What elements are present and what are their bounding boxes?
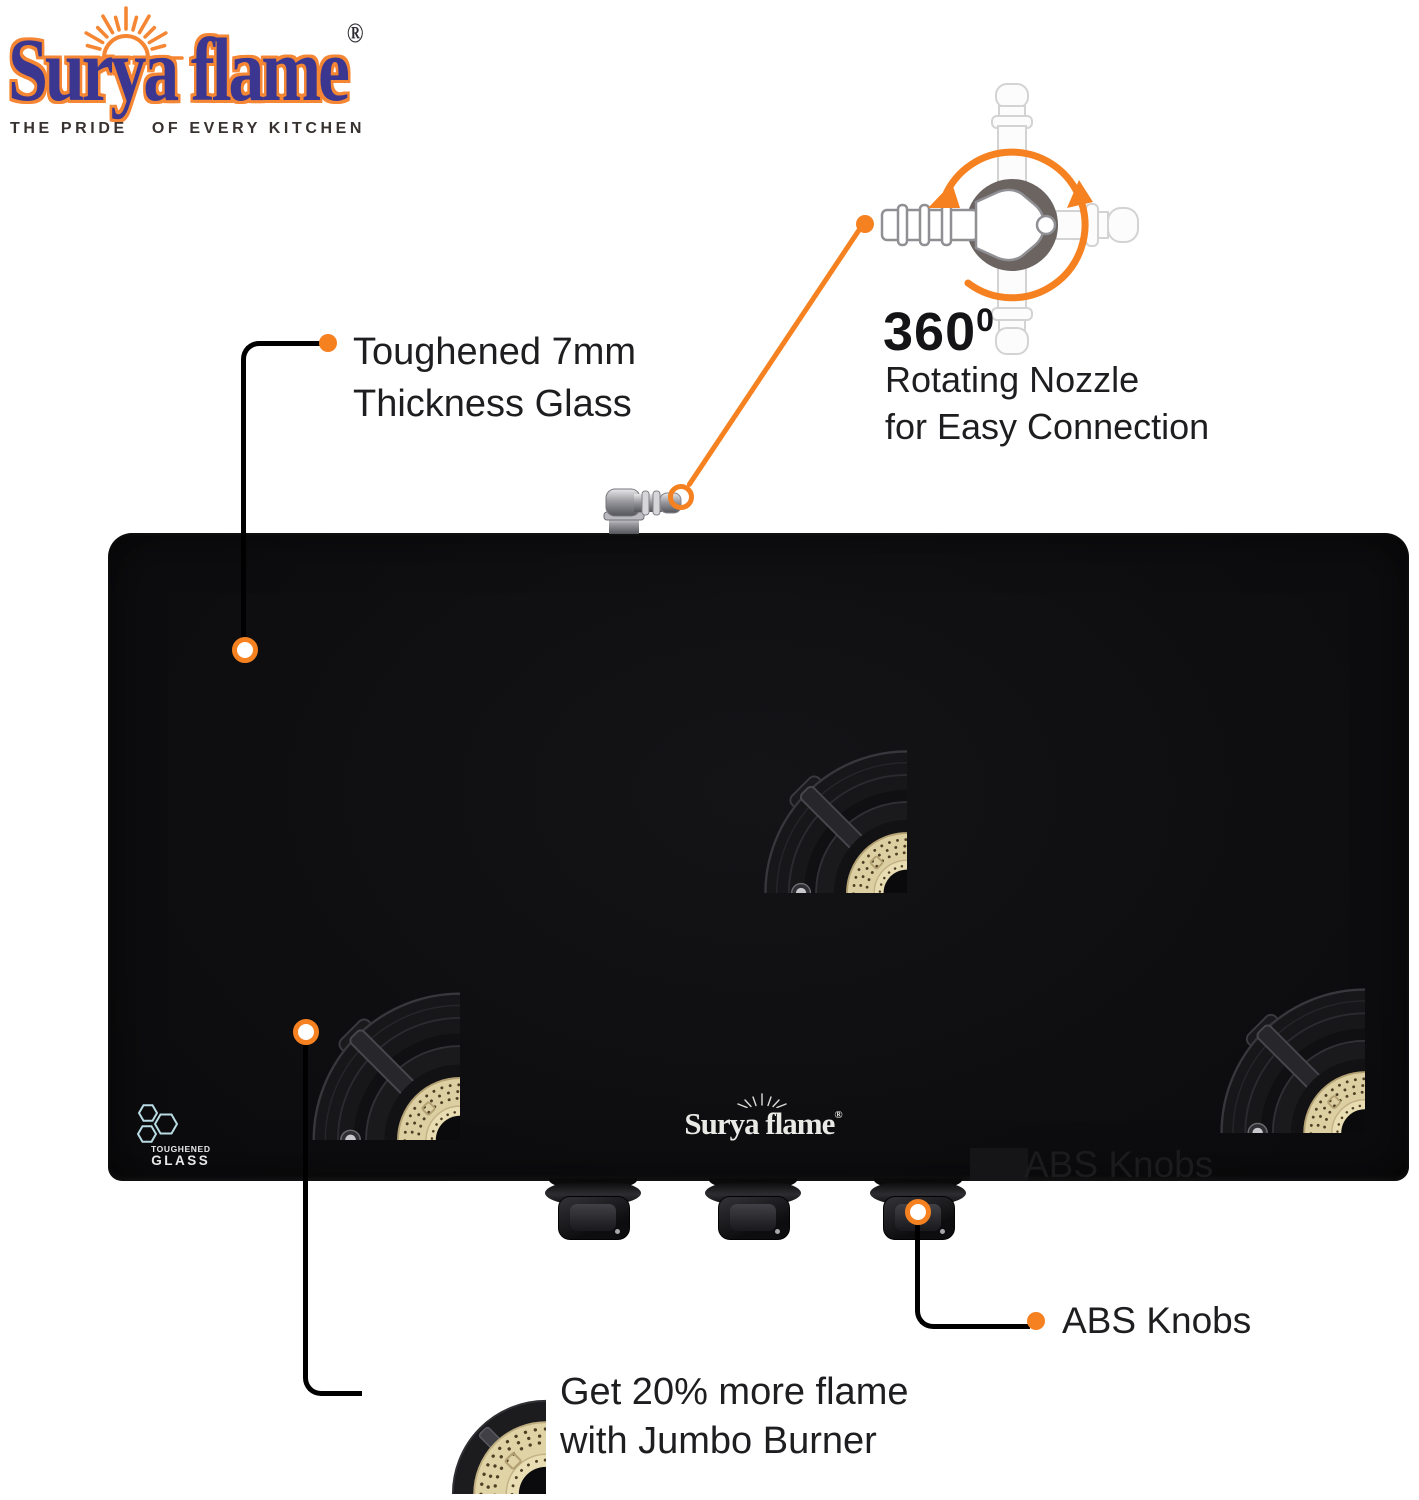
sun-rays-icon <box>737 1093 787 1108</box>
degree-heading: 3600 <box>883 301 995 363</box>
stove-brand-label: Surya flame® <box>678 1106 848 1142</box>
burner-label-line1: Get 20% more flame <box>560 1371 909 1413</box>
control-knob-2[interactable] <box>703 1178 803 1240</box>
callout-burner-label: Get 20% more flame with Jumbo Burner <box>560 1368 908 1467</box>
rotate-counterclockwise-arrows-icon <box>928 148 1093 302</box>
glass-label-line2: Thickness Glass <box>353 383 632 426</box>
brand-tagline: THE PRIDE OF EVERY KITCHEN <box>10 120 366 137</box>
degree-superscript: 0 <box>976 302 995 338</box>
knob-indicator-dot <box>940 1229 945 1234</box>
knob-face <box>570 1204 616 1231</box>
callout-line-jumbo-burner <box>303 1043 362 1396</box>
burner-right <box>1061 829 1365 1133</box>
nozzle-caption-line2: for Easy Connection <box>885 405 1210 447</box>
degree-value: 360 <box>883 302 977 362</box>
brand-logo: Surya flame® THE PRIDE OF EVERY KITCHEN <box>8 6 448 144</box>
badge-line2: GLASS <box>151 1153 211 1169</box>
watermark-patch <box>970 1148 1028 1181</box>
knob-body <box>558 1196 630 1240</box>
callout-knobs-label: ABS Knobs <box>1062 1300 1252 1341</box>
stove-brand-registered: ® <box>834 1109 842 1121</box>
registered-mark: ® <box>346 18 364 49</box>
sun-rays-icon <box>68 6 184 60</box>
toughened-glass-hexagons-icon <box>136 1104 179 1143</box>
abs-knobs-watermark: ABS Knobs <box>1024 1144 1214 1185</box>
callout-line-abs-knobs <box>915 1225 1030 1329</box>
burner-label-line2: with Jumbo Burner <box>560 1420 877 1463</box>
badge-line1: TOUGHENED <box>151 1144 211 1154</box>
callout-ring-abs-knob <box>905 1199 931 1225</box>
nozzle-caption: Rotating Nozzle for Easy Connection <box>885 357 1209 451</box>
callout-ring-nozzle <box>668 484 694 510</box>
callout-line-glass <box>241 341 328 642</box>
toughened-glass-text: TOUGHENED GLASS <box>151 1144 211 1169</box>
toughened-glass-badge: TOUGHENED GLASS <box>134 1103 234 1168</box>
brand-wordmark: Surya flame® <box>8 20 364 116</box>
callout-ring-jumbo-burner <box>293 1019 319 1045</box>
callout-glass-label: Toughened 7mm Thickness Glass <box>353 326 636 431</box>
stove-brand-name: Surya flame <box>684 1106 835 1141</box>
knob-indicator-dot <box>775 1229 780 1234</box>
knob-indicator-dot <box>615 1229 620 1234</box>
callout-dot-abs-knobs <box>1027 1312 1045 1330</box>
gas-nozzle-icon <box>880 188 1057 262</box>
callout-dot-glass <box>319 334 337 352</box>
burner-middle <box>607 593 907 893</box>
callout-dot-nozzle <box>856 215 874 233</box>
callout-ring-glass <box>232 637 258 663</box>
callout-line-nozzle <box>685 219 868 488</box>
jumbo-burner-closeup <box>352 1300 546 1494</box>
glass-label-line1: Toughened 7mm <box>353 331 637 373</box>
brand-name: Surya flame <box>8 21 350 120</box>
rotating-nozzle-illustration <box>880 83 1139 355</box>
nozzle-caption-line1: Rotating Nozzle <box>885 359 1140 400</box>
knob-face <box>730 1204 776 1231</box>
knob-body <box>718 1196 790 1240</box>
control-knob-1[interactable] <box>543 1178 643 1240</box>
